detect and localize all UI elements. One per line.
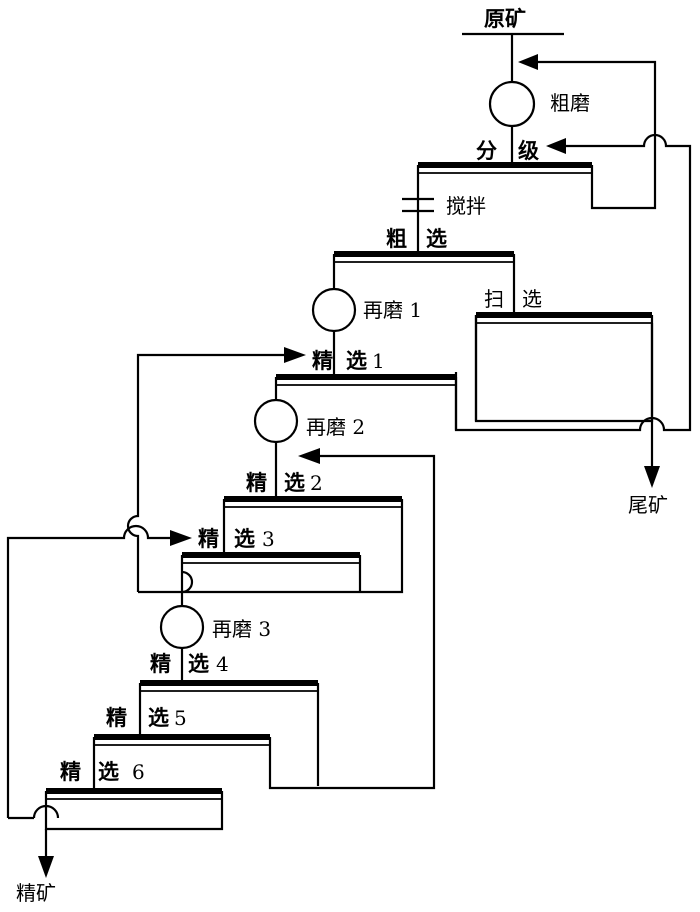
hop-arc	[181, 570, 194, 594]
classification-label-2: 级	[518, 139, 539, 163]
agitation-label: 搅拌	[446, 194, 486, 218]
cleaner-4-label-a: 精	[150, 652, 171, 676]
cleaner-5-tailings-return-line	[268, 454, 436, 790]
cleaner-4-label-b: 选	[188, 652, 209, 676]
cleaner-6-flotation: 精 选 6	[44, 760, 224, 831]
cleaner-3-label-b: 选	[234, 527, 255, 551]
scavenger-flotation: 扫 选	[474, 287, 654, 423]
cleaner-5-label-n: 5	[174, 706, 187, 730]
regrind-2-label: 再磨 2	[306, 415, 365, 439]
ore-label: 原矿	[484, 7, 526, 31]
tailings-label: 尾矿	[628, 493, 668, 517]
cleaner-5-label-a: 精	[106, 706, 127, 730]
cleaner-3-tailings-return-line	[126, 353, 286, 592]
arrow-head	[546, 138, 566, 154]
arrow-head	[170, 530, 192, 546]
ore-feed: 原矿	[462, 7, 564, 82]
cleaner-1-flotation: 精 选 1	[274, 349, 456, 400]
arrow-head	[284, 347, 306, 363]
cleaner-1-label-a: 精	[312, 349, 333, 373]
arrow-head	[38, 856, 54, 878]
classifier: 分 级	[418, 139, 592, 174]
cleaner-6-tailings-return-line	[6, 524, 172, 819]
scavenger-label-1: 扫	[484, 287, 504, 311]
classification-label-1: 分	[476, 139, 497, 163]
cleaner-4-flotation: 精 选 4	[138, 652, 318, 734]
rougher-label-2: 选	[426, 227, 447, 251]
cleaner-5-flotation: 精 选 5	[92, 706, 270, 788]
scavenger-return-line	[454, 133, 692, 432]
concentrate-label: 精矿	[16, 881, 56, 905]
scavenger-label-2: 选	[522, 287, 542, 311]
cleaner-1-label-b: 选	[346, 349, 367, 373]
regrind-1-label: 再磨 1	[363, 298, 422, 322]
cleaner-3-label-a: 精	[198, 527, 219, 551]
cleaner-3-flotation: 精 选 3	[180, 527, 362, 592]
cleaner-6-label-a: 精	[60, 760, 81, 784]
cleaner-2-label-n: 2	[310, 471, 323, 495]
cleaner-1-label-n: 1	[372, 349, 385, 373]
cleaner-2-tailings-line	[182, 499, 404, 594]
regrind-mill-2: 再磨 2	[253, 398, 365, 496]
rougher-flotation: 粗 选	[332, 227, 516, 312]
cleaner-2-flotation: 精 选 2	[222, 471, 402, 552]
regrind-mill-1: 再磨 1	[311, 287, 422, 374]
regrind-mill-3: 再磨 3	[159, 604, 271, 680]
agitator: 搅拌	[402, 165, 486, 252]
cleaner-2-label-b: 选	[284, 471, 305, 495]
rougher-label-1: 粗	[386, 227, 407, 251]
cleaner-3-label-n: 3	[262, 527, 275, 551]
cleaner-6-label-b: 选	[98, 760, 119, 784]
cleaner-2-label-a: 精	[246, 471, 267, 495]
arrow-head	[518, 54, 538, 70]
classifier-coarse-return-line	[530, 60, 657, 210]
cleaner-6-label-n: 6	[132, 760, 145, 784]
arrow-head	[644, 466, 660, 488]
regrind-3-label: 再磨 3	[212, 617, 271, 641]
cleaner-5-label-b: 选	[148, 706, 169, 730]
coarse-grinding-label: 粗磨	[550, 91, 590, 115]
arrow-head	[298, 448, 320, 464]
coarse-grinding-mill: 粗磨	[488, 80, 590, 162]
cleaner-4-label-n: 4	[216, 652, 229, 676]
